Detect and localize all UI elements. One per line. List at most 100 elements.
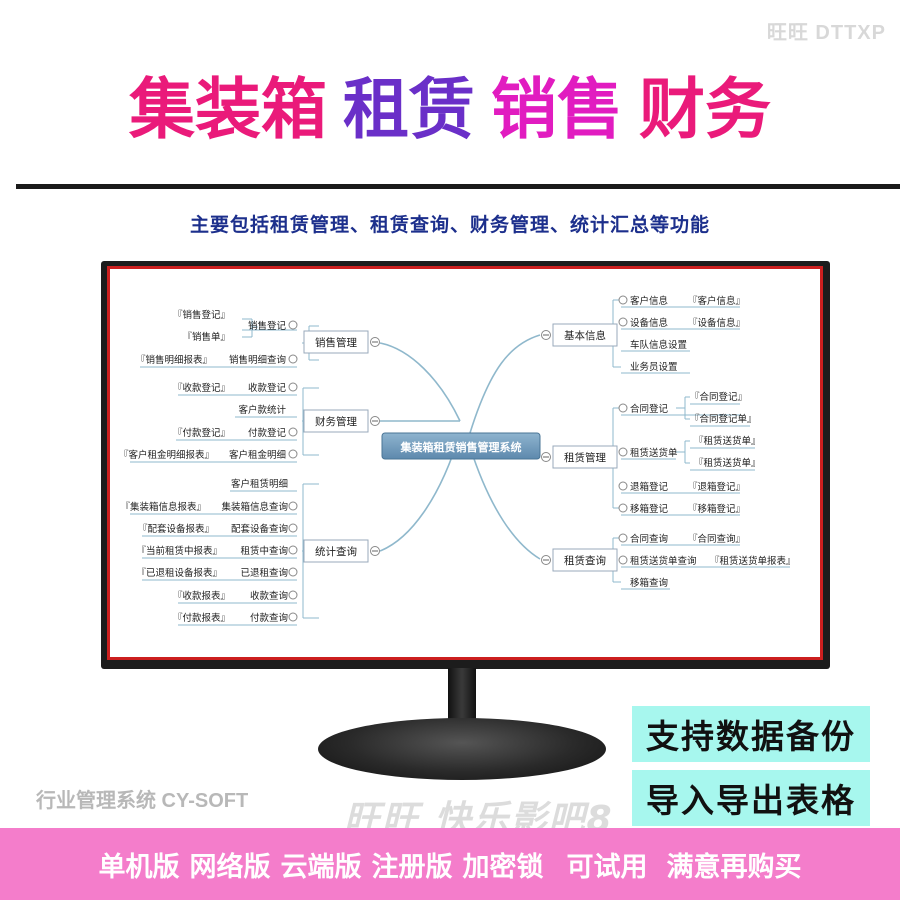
headline-word-finance: 财务 xyxy=(639,71,771,148)
topic-rental[interactable]: 租赁管理 xyxy=(552,445,618,469)
item-label[interactable]: 收款登记 xyxy=(248,382,287,394)
report-label[interactable]: 『移箱登记』 xyxy=(688,503,745,515)
report-label[interactable]: 『合同登记单』 xyxy=(690,413,757,425)
item-label[interactable]: 设备信息 xyxy=(630,317,668,329)
item-label[interactable]: 客户租金明细 xyxy=(229,449,286,461)
collapse-icon[interactable] xyxy=(618,533,628,543)
report-label[interactable]: 『设备信息』 xyxy=(688,317,745,329)
top-watermark: 旺旺 DTTXP xyxy=(766,22,886,44)
report-label[interactable]: 『配套设备报表』 xyxy=(138,523,214,535)
collapse-icon[interactable] xyxy=(618,317,628,327)
item-label[interactable]: 销售登记 xyxy=(248,320,287,332)
company-name: 行业管理系统 CY-SOFT xyxy=(36,790,249,812)
collapse-icon[interactable] xyxy=(618,403,628,413)
item-label[interactable]: 合同登记 xyxy=(630,403,669,415)
collapse-icon[interactable] xyxy=(288,590,298,600)
center-node-label: 集装箱租赁销售管理系统 xyxy=(400,440,522,454)
topic-stats-label: 统计查询 xyxy=(315,545,357,558)
report-label[interactable]: 『付款登记』 xyxy=(173,427,230,439)
item-label[interactable]: 合同查询 xyxy=(630,533,668,545)
collapse-icon[interactable] xyxy=(288,354,298,364)
collapse-icon[interactable] xyxy=(618,295,628,305)
report-label[interactable]: 『销售明细报表』 xyxy=(136,354,212,366)
item-label[interactable]: 车队信息设置 xyxy=(630,339,687,351)
item-label[interactable]: 已退租查询 xyxy=(240,567,288,579)
topic-query[interactable]: 租赁查询 xyxy=(552,548,618,572)
item-label[interactable]: 客户款统计 xyxy=(238,404,286,416)
report-label[interactable]: 『当前租赁中报表』 xyxy=(136,545,222,557)
item-label[interactable]: 移箱登记 xyxy=(630,503,669,515)
topic-sales[interactable]: 销售管理 xyxy=(303,330,369,354)
collapse-icon[interactable] xyxy=(288,427,298,437)
mindmap: 集装箱租赁销售管理系统 销售管理 财务管理 统计查询 基本信息 xyxy=(119,295,796,626)
topic-basic-label: 基本信息 xyxy=(564,329,606,342)
branch-line xyxy=(469,446,541,560)
center-node[interactable]: 集装箱租赁销售管理系统 xyxy=(381,432,541,460)
item-label[interactable]: 集装箱信息查询 xyxy=(221,501,288,513)
collapse-icon[interactable] xyxy=(288,382,298,392)
item-label[interactable]: 业务员设置 xyxy=(630,361,678,373)
collapse-icon[interactable] xyxy=(288,449,298,459)
branch-line xyxy=(469,334,541,434)
item-label[interactable]: 收款查询 xyxy=(250,590,288,602)
report-label[interactable]: 『收款登记』 xyxy=(173,382,230,394)
topic-stats[interactable]: 统计查询 xyxy=(303,539,369,563)
edition-registered: 注册版 xyxy=(371,851,453,883)
item-label[interactable]: 客户租赁明细 xyxy=(231,478,288,490)
buy-when-satisfied: 满意再购买 xyxy=(666,851,802,883)
collapse-icon[interactable] xyxy=(618,447,628,457)
item-label[interactable]: 租赁中查询 xyxy=(240,545,288,557)
collapse-icon[interactable] xyxy=(618,555,628,565)
report-label[interactable]: 『租赁送货单』 xyxy=(694,457,761,469)
report-label[interactable]: 『销售单』 xyxy=(182,331,230,343)
item-label[interactable]: 退箱登记 xyxy=(630,481,669,493)
report-label[interactable]: 『收款报表』 xyxy=(173,590,230,602)
collapse-icon[interactable] xyxy=(618,503,628,513)
collapse-icon[interactable] xyxy=(288,612,298,622)
bottom-banner-text: 单机版 网络版 云端版 注册版 加密锁 可试用 满意再购买 xyxy=(0,828,900,900)
collapse-icon[interactable] xyxy=(618,481,628,491)
monitor-stand-base xyxy=(318,718,606,780)
topic-query-label: 租赁查询 xyxy=(564,554,606,567)
item-label[interactable]: 移箱查询 xyxy=(630,577,668,589)
collapse-icon[interactable] xyxy=(288,567,298,577)
item-label[interactable]: 配套设备查询 xyxy=(231,523,288,535)
item-label[interactable]: 付款登记 xyxy=(248,427,287,439)
item-label[interactable]: 销售明细查询 xyxy=(229,354,286,366)
subtitle: 主要包括租赁管理、租赁查询、财务管理、统计汇总等功能 xyxy=(189,214,710,236)
item-label[interactable]: 租赁送货单查询 xyxy=(630,555,697,567)
feature-backup-badge: 支持数据备份 xyxy=(632,706,870,762)
edition-cloud: 云端版 xyxy=(280,851,362,883)
report-label[interactable]: 『已退租设备报表』 xyxy=(136,567,222,579)
report-label[interactable]: 『客户租金明细报表』 xyxy=(119,449,214,461)
topic-sales-label: 销售管理 xyxy=(315,336,357,349)
bottom-banner xyxy=(0,828,900,900)
topic-finance-label: 财务管理 xyxy=(315,415,357,428)
edition-standalone: 单机版 xyxy=(98,851,180,883)
monitor-stand-neck xyxy=(448,668,476,726)
branch-line xyxy=(379,342,461,422)
trial-available: 可试用 xyxy=(566,851,648,883)
feature-excel-badge: 导入导出表格 xyxy=(632,770,870,826)
item-label[interactable]: 客户信息 xyxy=(630,295,668,307)
divider-rule xyxy=(16,184,900,189)
collapse-icon[interactable] xyxy=(288,320,298,330)
report-label[interactable]: 『合同查询』 xyxy=(688,533,745,545)
monitor-screen xyxy=(107,266,823,660)
report-label[interactable]: 『客户信息』 xyxy=(688,295,745,307)
report-label[interactable]: 『付款报表』 xyxy=(173,612,230,624)
report-label[interactable]: 『集装箱信息报表』 xyxy=(120,501,206,513)
topic-finance[interactable]: 财务管理 xyxy=(303,409,369,433)
topic-basic[interactable]: 基本信息 xyxy=(552,323,618,347)
headline-word-rental: 租赁 xyxy=(343,71,475,148)
report-label[interactable]: 『合同登记』 xyxy=(690,391,747,403)
collapse-icon[interactable] xyxy=(288,523,298,533)
collapse-icon[interactable] xyxy=(288,545,298,555)
report-label[interactable]: 『退箱登记』 xyxy=(688,481,745,493)
report-label[interactable]: 『租赁送货单报表』 xyxy=(710,555,796,567)
collapse-icon[interactable] xyxy=(288,501,298,511)
report-label[interactable]: 『销售登记』 xyxy=(173,309,230,321)
item-label[interactable]: 租赁送货单 xyxy=(630,447,678,459)
report-label[interactable]: 『租赁送货单』 xyxy=(694,435,761,447)
item-label[interactable]: 付款查询 xyxy=(250,612,288,624)
